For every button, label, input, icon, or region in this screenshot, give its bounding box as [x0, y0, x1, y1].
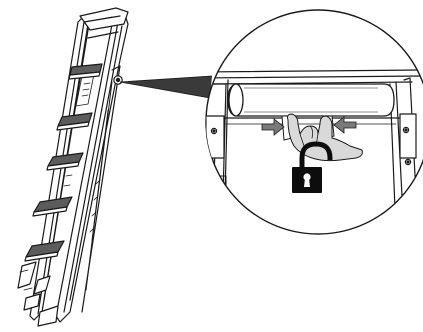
- detail-callout: [200, 10, 423, 234]
- ladder-step-3: [47, 153, 83, 170]
- ladder-step-5: [25, 241, 64, 261]
- ladder-step-1: [69, 64, 102, 79]
- ladder-step-4: [33, 197, 72, 216]
- release-handle: [228, 84, 394, 116]
- detail-callout-pointer: [120, 76, 212, 98]
- ladder: [18, 8, 128, 326]
- hinge-knob: [114, 76, 122, 84]
